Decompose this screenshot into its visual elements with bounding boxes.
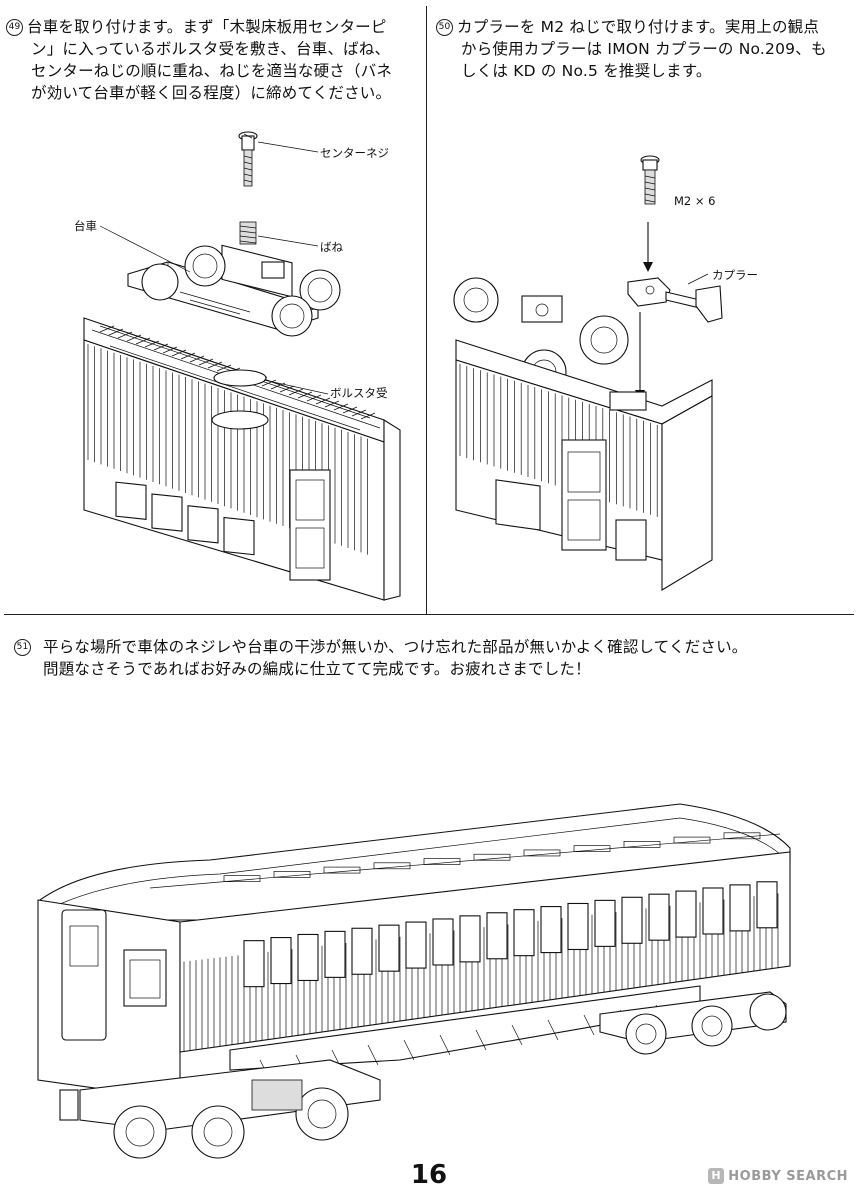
front-bogie [79,1059,381,1159]
step-49-number: 49 [6,19,23,36]
step-49-line-2: ン」に入っているボルスタ受を敷き、台車、ばね、 [31,40,391,58]
step-49-bogie-diagram [83,131,401,601]
step-49-line-3: センターねじの順に重ね、ねじを適当な硬さ（バネ [31,62,393,80]
hobby-search-watermark: H HOBBY SEARCH [708,1168,848,1184]
step-50-line-3: しくは KD の No.5 を推奨します。 [461,62,712,80]
step-50-coupler-diagram [453,155,723,591]
label-spring: ばね [320,240,343,254]
step-51-line-2: 問題なさそうであればお好みの編成に仕立てて完成です。お疲れさまでした！ [43,660,591,678]
center-screw-icon [238,131,258,187]
label-coupler: カプラー [712,268,758,282]
step-50-line-2: から使用カプラーは IMON カプラーの No.209、も [461,40,827,58]
vertical-divider [426,6,427,614]
label-m2-screw: M2 × 6 [674,194,716,208]
page-number: 16 [410,1160,448,1190]
m2-screw-icon [640,155,660,205]
label-center-screw: センターネジ [320,146,389,160]
watermark-text: HOBBY SEARCH [728,1168,848,1184]
spring-icon [239,221,257,245]
step-51-number: 51 [14,639,31,656]
coupler-icon [627,277,723,323]
bogie-icon [127,244,341,337]
step-50-number: 50 [436,19,453,36]
label-bogie: 台車 [74,219,97,233]
rear-bogie [599,991,787,1055]
label-bolster: ボルスタ受 [330,386,388,400]
completed-car-illustration [37,803,791,1159]
hobby-search-logo-icon: H [708,1168,725,1184]
step-49-line-4: が効いて台車が軽く回る程度）に締めてください。 [31,84,392,102]
horizontal-divider [4,614,854,615]
car-body-end [83,317,401,601]
car-body-end-50 [455,339,713,591]
